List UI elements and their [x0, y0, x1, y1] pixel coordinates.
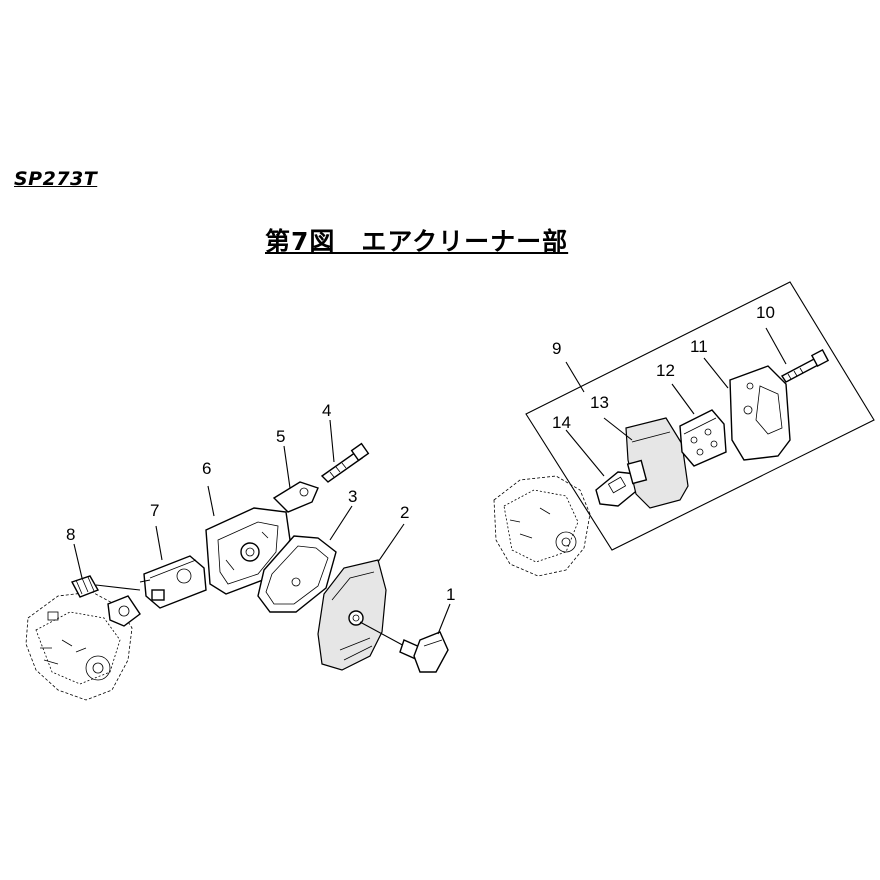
- callout-7: 7: [150, 501, 159, 520]
- callout-12: 12: [656, 361, 675, 380]
- part-1-knob: [359, 621, 449, 673]
- callout-10: 10: [756, 303, 775, 322]
- callout-4: 4: [322, 401, 331, 420]
- callout-6: 6: [202, 459, 211, 478]
- part-13-muffler-body: [625, 417, 689, 509]
- callout-5: 5: [276, 427, 285, 446]
- part-7-carburetor: [95, 555, 207, 609]
- model-label: SP273T: [14, 168, 98, 190]
- callout-8: 8: [66, 525, 75, 544]
- callout-9: 9: [552, 339, 561, 358]
- kit-9-boundary: [525, 281, 875, 551]
- part-12-block: [679, 409, 727, 467]
- callout-1: 1: [446, 585, 455, 604]
- callout-13: 13: [590, 393, 609, 412]
- right-callout-leaders: [565, 327, 787, 477]
- left-callout-leaders: [73, 419, 451, 635]
- part-11-plate: [729, 365, 791, 461]
- part-4-bolt: [320, 442, 370, 483]
- part-8-fitting: [70, 575, 100, 598]
- part-5-clip: [272, 481, 319, 513]
- callout-3: 3: [348, 487, 357, 506]
- callout-14: 14: [552, 413, 571, 432]
- callout-numbers: 1 2 3 4 5 6 7 8 9 10 11 12 13 14: [66, 303, 775, 604]
- callout-2: 2: [400, 503, 409, 522]
- figure-title: 第7図 エアクリーナー部: [265, 227, 569, 256]
- part-10-bolt: [780, 348, 830, 383]
- part-2-cover: [317, 559, 387, 671]
- engine-block-right: [493, 475, 591, 577]
- connector-piece: [107, 595, 141, 627]
- callout-11: 11: [690, 337, 708, 356]
- part-3-filter-element: [257, 535, 337, 613]
